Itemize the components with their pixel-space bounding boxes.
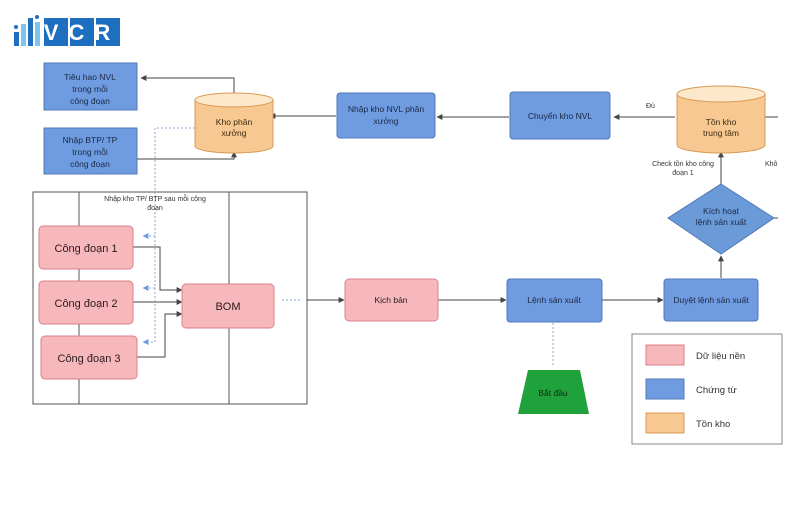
logo-text: VCR <box>44 20 120 45</box>
bar-chart-icon <box>14 15 40 46</box>
text-line: Khô <box>765 161 778 168</box>
node-label: Công đoạn 1 <box>55 243 118 255</box>
text-line: Chứng từ <box>696 385 737 396</box>
text-line: Check tồn kho công <box>652 159 714 168</box>
text-line: trong mỗi <box>72 147 108 157</box>
edge-label-check-ton-kho: Check tồn kho công đoạn 1 <box>652 159 714 177</box>
node-cong-doan-2: Công đoạn 2 <box>38 280 134 325</box>
text-line: Kịch bản <box>374 295 407 305</box>
text-line: Nhập BTP/ TP <box>63 135 118 145</box>
node-label: Công đoạn 2 <box>55 298 118 310</box>
node-label: Lệnh sản xuất <box>527 295 581 305</box>
node-tieu-hao-nvl: Tiêu hao NVL trong mỗi công đoạn <box>43 62 138 111</box>
text-line: xưởng <box>222 128 247 138</box>
text-line: BOM <box>215 301 240 313</box>
text-line: Tồn kho <box>696 419 730 430</box>
text-line: đoạn 1 <box>672 170 694 177</box>
node-nhap-btp-tp: Nhập BTP/ TP trong mỗi công đoạn <box>43 127 138 175</box>
node-cong-doan-3: Công đoạn 3 <box>40 335 138 380</box>
legend-label: Dữ liệu nền <box>696 351 745 362</box>
text-line: Chuyển kho NVL <box>528 111 593 121</box>
text-line: công đoạn <box>70 159 110 169</box>
text-line: Kích hoạt <box>703 206 740 216</box>
node-nhap-kho-nvl: Nhập kho NVL phân xưởng <box>336 92 436 139</box>
legend-item-chung-tu: Chứng từ <box>645 378 737 400</box>
legend-label: Tồn kho <box>696 419 730 430</box>
text-line: xưởng <box>374 116 399 126</box>
connectors <box>133 75 778 358</box>
text-line: Đủ <box>646 102 655 110</box>
node-label: Nhập BTP/ TP trong mỗi công đoạn <box>63 135 118 169</box>
edge-label-nhap-kho-tp: Nhập kho TP/ BTP sau mỗi công đoạn <box>104 194 206 212</box>
legend-item-du-lieu-nen: Dữ liệu nền <box>645 344 745 366</box>
text-line: Lệnh sản xuất <box>527 295 581 305</box>
text-line: Công đoạn 1 <box>55 243 118 255</box>
node-bom: BOM <box>181 283 275 329</box>
node-label: Duyệt lệnh sản xuất <box>673 295 749 305</box>
text-line: Công đoạn 2 <box>55 298 118 310</box>
text-line: Nhập kho NVL phân <box>348 104 425 114</box>
node-duyet-lenh: Duyệt lệnh sản xuất <box>663 278 759 322</box>
text-line: Tiêu hao NVL <box>64 72 116 82</box>
dotted-connectors <box>142 127 554 366</box>
text-line: trong mỗi <box>72 84 108 94</box>
text-line: đoạn <box>147 205 163 212</box>
text-line: VCR <box>44 20 120 45</box>
text-line: Dữ liệu nền <box>696 351 745 362</box>
legend-label: Chứng từ <box>696 385 737 396</box>
text-line: Kho phân <box>216 117 253 127</box>
edge-label-du: Đủ <box>646 102 655 110</box>
text-line: Nhập kho TP/ BTP sau mỗi công <box>104 194 206 203</box>
text-line: Bắt đầu <box>538 388 568 398</box>
legend-item-ton-kho: Tồn kho <box>645 412 730 434</box>
node-lenh-san-xuat: Lệnh sản xuất <box>506 278 603 323</box>
text-line: Duyệt lệnh sản xuất <box>673 295 749 305</box>
node-cong-doan-1: Công đoạn 1 <box>38 225 134 270</box>
node-bat-dau: Bắt đầu <box>518 370 589 414</box>
vcr-logo: VCR <box>14 15 120 46</box>
node-label: Bắt đầu <box>538 388 568 398</box>
logo-box-v <box>44 18 68 46</box>
legend: Dữ liệu nền Chứng từ Tồn kho <box>631 333 783 445</box>
text-line: Tồn kho <box>706 117 737 127</box>
text-line: trung tâm <box>703 128 739 138</box>
logo-box-c <box>70 18 94 46</box>
node-label: Tiêu hao NVL trong mỗi công đoạn <box>64 72 116 106</box>
node-label: Công đoạn 3 <box>58 353 121 365</box>
node-label: Nhập kho NVL phân xưởng <box>348 104 425 126</box>
node-label: BOM <box>215 301 240 313</box>
edge-label-kho: Khô <box>765 161 778 168</box>
text-line: Công đoạn 3 <box>58 353 121 365</box>
logo-box-r <box>96 18 120 46</box>
node-label: Kịch bản <box>374 295 407 305</box>
text-line: công đoạn <box>70 96 110 106</box>
node-chuyen-kho-nvl: Chuyển kho NVL <box>509 91 611 140</box>
text-line: lệnh sản xuất <box>696 217 747 227</box>
node-kich-ban: Kịch bản <box>344 278 439 322</box>
node-label: Chuyển kho NVL <box>528 111 593 121</box>
